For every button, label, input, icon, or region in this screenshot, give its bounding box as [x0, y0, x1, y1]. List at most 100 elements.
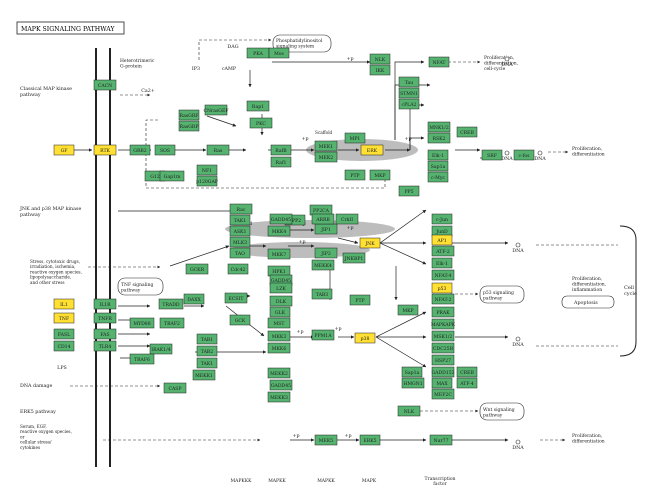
- gene-box[interactable]: [397, 405, 421, 417]
- gene-box[interactable]: [335, 213, 359, 225]
- gene-box[interactable]: [342, 252, 366, 264]
- gene-box[interactable]: [354, 332, 376, 344]
- gene-box[interactable]: [196, 175, 218, 187]
- gene-box[interactable]: [428, 56, 450, 68]
- gene-box[interactable]: [196, 164, 218, 176]
- gene-box[interactable]: [429, 434, 453, 446]
- gene-box[interactable]: [53, 312, 75, 324]
- gene-atf4[interactable]: ATF-4: [456, 377, 478, 389]
- gene-mekk4[interactable]: MEKK4: [311, 259, 335, 271]
- gene-box[interactable]: [267, 367, 291, 379]
- gene-box[interactable]: [427, 132, 451, 144]
- gene-map3k1[interactable]: MEKK1: [192, 369, 216, 381]
- gene-ask1[interactable]: ASK1: [229, 225, 251, 237]
- gene-mekk2[interactable]: MEKK2: [267, 367, 291, 379]
- gene-tab2[interactable]: TAB2: [196, 345, 218, 357]
- gene-nfat[interactable]: NFAT: [428, 56, 450, 68]
- gene-ecsit[interactable]: ECSIT: [224, 292, 248, 304]
- gene-box[interactable]: [159, 170, 185, 182]
- gene-box[interactable]: [53, 340, 75, 352]
- gene-box[interactable]: [183, 293, 205, 305]
- gene-box[interactable]: [427, 149, 449, 161]
- gene-box[interactable]: [311, 213, 335, 225]
- gene-box[interactable]: [267, 330, 291, 342]
- gene-box[interactable]: [369, 64, 391, 76]
- gene-box[interactable]: [267, 225, 291, 237]
- gene-elk1b[interactable]: Elk-1: [431, 257, 453, 269]
- gene-cnrasgef[interactable]: CNrasGEF: [203, 104, 229, 116]
- gene-box[interactable]: [268, 47, 290, 59]
- gene-gckr[interactable]: GCKR: [185, 263, 209, 275]
- gene-tak1a[interactable]: TAK1: [229, 214, 251, 226]
- gene-pkc[interactable]: PKC: [249, 117, 273, 129]
- gene-mkk4[interactable]: MKK4: [267, 225, 291, 237]
- gene-p53g[interactable]: p53: [431, 282, 453, 294]
- gene-rsk2[interactable]: RSK2: [427, 132, 451, 144]
- gene-box[interactable]: [398, 76, 420, 88]
- gene-casp[interactable]: CASP: [163, 382, 187, 394]
- gene-box[interactable]: [269, 306, 291, 318]
- gene-box[interactable]: [431, 366, 455, 378]
- gene-box[interactable]: [159, 317, 185, 329]
- gene-dlk[interactable]: DLK: [269, 295, 293, 307]
- gene-box[interactable]: [456, 377, 478, 389]
- gene-box[interactable]: [196, 333, 218, 345]
- gene-gadd45c[interactable]: GADD45: [269, 379, 293, 391]
- gene-box[interactable]: [431, 318, 455, 330]
- gene-cfos[interactable]: c-fos: [513, 149, 535, 161]
- gene-box[interactable]: [53, 298, 75, 310]
- gene-box[interactable]: [204, 104, 228, 116]
- gene-box[interactable]: [93, 298, 117, 310]
- gene-prak[interactable]: PRAK: [431, 306, 455, 318]
- gene-pp5[interactable]: PP5: [398, 185, 420, 197]
- gene-box[interactable]: [129, 144, 151, 156]
- gene-box[interactable]: [129, 353, 155, 365]
- gene-nfatc[interactable]: NFAT-2: [431, 293, 455, 305]
- gene-box[interactable]: [369, 53, 391, 65]
- gene-pp2ca[interactable]: PP2CA: [309, 204, 333, 216]
- gene-box[interactable]: [311, 259, 335, 271]
- gene-box[interactable]: [311, 329, 335, 341]
- gene-box[interactable]: [431, 388, 455, 400]
- gene-lzk[interactable]: LZK: [269, 282, 293, 294]
- gene-box[interactable]: [229, 236, 251, 248]
- gene-box[interactable]: [311, 288, 333, 300]
- gene-box[interactable]: [398, 185, 420, 197]
- gene-crk[interactable]: CrkII: [335, 213, 359, 225]
- gene-gadd153[interactable]: GADD153: [431, 366, 455, 378]
- gene-ptp2[interactable]: PTP: [349, 294, 371, 306]
- gene-mkk6[interactable]: MKK6: [267, 342, 291, 354]
- gene-pka[interactable]: PKA: [246, 47, 270, 59]
- gene-nlk[interactable]: NLK: [369, 53, 391, 65]
- gene-tlr4[interactable]: TLR4: [93, 340, 117, 352]
- gene-junD[interactable]: JunD: [431, 225, 453, 237]
- gene-box[interactable]: [229, 314, 251, 326]
- gene-stmn1[interactable]: STMN1: [398, 87, 420, 99]
- gene-mek5[interactable]: MEK5: [314, 434, 338, 446]
- gene-box[interactable]: [269, 295, 293, 307]
- gene-cdc42[interactable]: Cdc42: [227, 263, 249, 275]
- gene-box[interactable]: [269, 282, 293, 294]
- gene-ppm1a[interactable]: PPM1A: [311, 329, 335, 341]
- gene-ptp[interactable]: PTP: [344, 169, 366, 181]
- gene-box[interactable]: [369, 169, 391, 181]
- gene-cdc25b[interactable]: CDC25B: [431, 342, 455, 354]
- gene-tnf[interactable]: TNF: [53, 312, 75, 324]
- gene-box[interactable]: [267, 342, 291, 354]
- gene-p38[interactable]: p38: [354, 332, 376, 344]
- gene-box[interactable]: [456, 366, 478, 378]
- gene-creb2[interactable]: CREB: [456, 366, 478, 378]
- gene-box[interactable]: [224, 292, 248, 304]
- gene-tau[interactable]: Tau: [398, 76, 420, 88]
- gene-box[interactable]: [229, 247, 251, 259]
- gene-ras[interactable]: Ras: [206, 144, 230, 156]
- gene-box[interactable]: [178, 109, 200, 121]
- gene-box[interactable]: [53, 328, 75, 340]
- gene-elk1[interactable]: Elk-1: [427, 149, 449, 161]
- gene-nlk2[interactable]: NLK: [397, 405, 421, 417]
- gene-box[interactable]: [431, 245, 455, 257]
- gene-box[interactable]: [344, 169, 366, 181]
- gene-myd88[interactable]: MYD88: [129, 317, 155, 329]
- gene-mlk3[interactable]: MLK3: [229, 236, 251, 248]
- gene-nf1[interactable]: NF1: [196, 164, 218, 176]
